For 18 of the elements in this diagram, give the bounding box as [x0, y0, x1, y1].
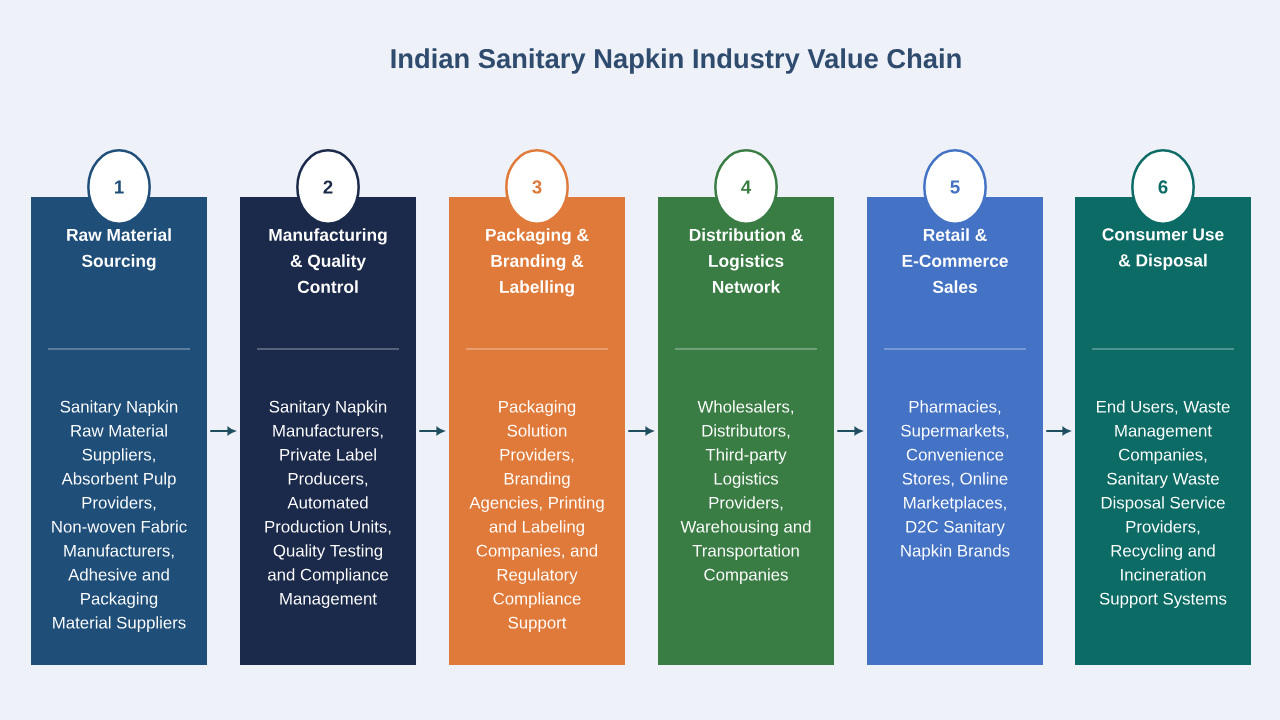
column-text: Sanitary Napkin Manufacturers, Private Label Producers, Automated Production Units, Quality Testing and Compliance Management: [265, 400, 391, 608]
column-heading: Packaging & Branding & Labelling: [486, 228, 589, 297]
column-text: Wholesalers, Distributors, Third-party Logistics Providers, Warehousing and Transportation Companies: [680, 400, 811, 584]
arrow: [1045, 427, 1070, 435]
column-text: End Users, Waste Management Companies, Sanitary Waste Disposal Service Providers, Recycling and Incineration Support Systems: [1097, 400, 1230, 608]
column-heading: Distribution & Logistics Network: [689, 228, 803, 293]
title: Indian Sanitary Napkin Industry Value Chain: [391, 48, 961, 74]
arrow: [209, 427, 235, 435]
column-text: Sanitary Napkin Raw Material Suppliers, Absorbent Pulp Providers, Non-woven Fabric Manufacturers, Adhesive and Packaging Material Suppliers: [52, 400, 187, 632]
arrow: [418, 427, 444, 435]
column-heading: Consumer Use & Disposal: [1102, 228, 1224, 270]
column-heading: Manufacturing & Quality Control: [269, 228, 387, 293]
arrow: [627, 427, 653, 435]
column-heading: Retail & E-Commerce Sales: [902, 228, 1008, 293]
column-text: Packaging Solution Providers, Branding Agencies, Printing and Labeling Companies, and Regulatory Compliance Support: [469, 400, 604, 632]
arrow: [836, 427, 862, 435]
column-text: Pharmacies, Supermarkets, Convenience Stores, Online Marketplaces, D2C Sanitary Napkin Brands: [901, 400, 1010, 560]
column-heading: Raw Material Sourcing: [67, 228, 171, 271]
